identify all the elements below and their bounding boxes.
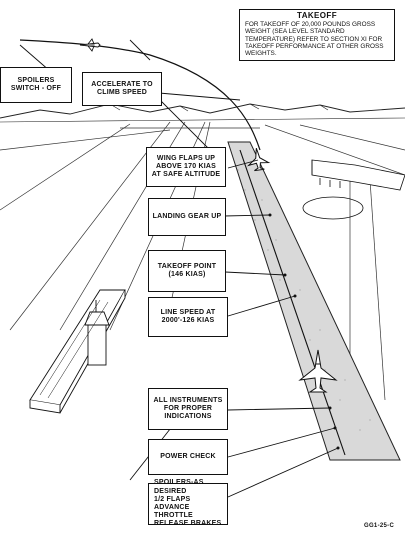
figure-id: GG1-25-C bbox=[364, 523, 394, 529]
control-tower-icon bbox=[30, 290, 125, 413]
label-spoilers-off: SPOILERS SWITCH - OFF bbox=[0, 67, 72, 103]
jet-aircraft-icon bbox=[80, 39, 100, 51]
takeoff-note: FOR TAKEOFF OF 20,000 POUNDS GROSS WEIGH… bbox=[245, 21, 389, 57]
label-line-speed: LINE SPEED AT 2000'-126 KIAS bbox=[148, 297, 228, 337]
label-spoilers-desired: SPOILERS-AS DESIRED 1/2 FLAPS ADVANCE TH… bbox=[148, 483, 228, 525]
label-all-instruments: ALL INSTRUMENTS FOR PROPER INDICATIONS bbox=[148, 388, 228, 430]
label-landing-gear-up: LANDING GEAR UP bbox=[148, 198, 226, 236]
horizon-mountains bbox=[0, 104, 405, 122]
hangar-icon bbox=[312, 160, 405, 190]
takeoff-info-box: TAKEOFF FOR TAKEOFF OF 20,000 POUNDS GRO… bbox=[239, 9, 395, 61]
label-wing-flaps-up: WING FLAPS UP ABOVE 170 KIAS AT SAFE ALT… bbox=[146, 147, 226, 187]
label-takeoff-point: TAKEOFF POINT (146 KIAS) bbox=[148, 250, 226, 292]
label-power-check: POWER CHECK bbox=[148, 439, 228, 475]
takeoff-title: TAKEOFF bbox=[245, 12, 389, 19]
ground-circle bbox=[303, 197, 363, 219]
label-accelerate: ACCELERATE TO CLIMB SPEED bbox=[82, 72, 162, 106]
